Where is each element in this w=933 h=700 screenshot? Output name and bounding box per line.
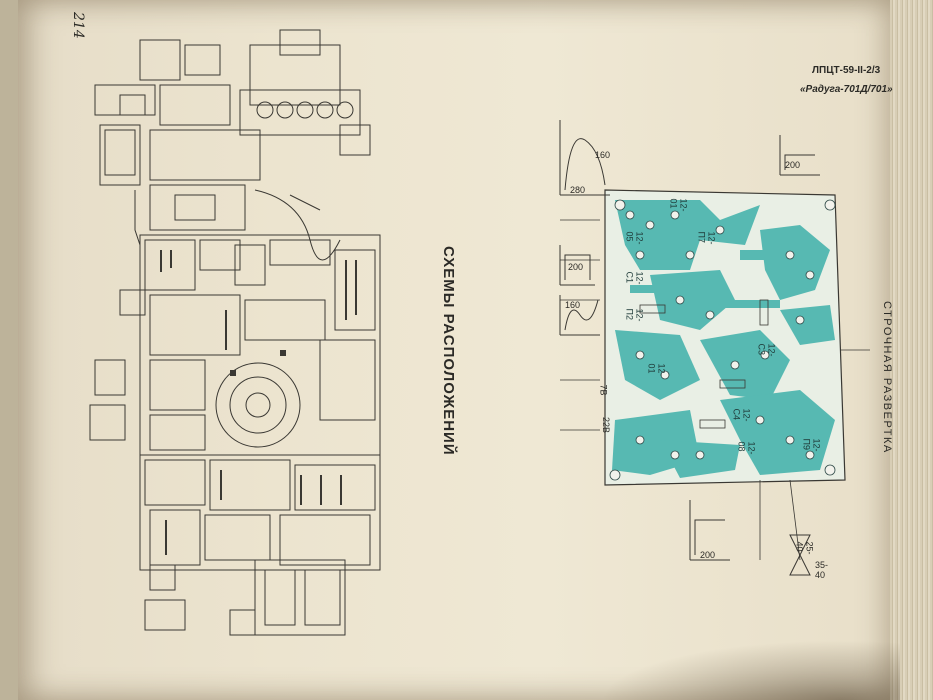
unit-layout-schematic [89,29,381,636]
connector-label: 12-П9 [801,438,822,452]
waveform-value: 160 [595,150,611,160]
page-edges [890,0,933,700]
page-shadow [600,640,900,700]
connector-label: 12-05 [624,231,645,245]
side-mark: 7В [598,384,609,396]
waveform-diagrams [559,120,820,576]
waveform-value: 280 [570,185,586,195]
connector-label: 12-C3 [756,343,777,357]
document-code: ЛПЦТ-59-II-2/3 [812,65,881,76]
waveform-value: 200 [785,160,801,170]
waveform-value: 160 [565,300,581,310]
side-mark: 25-40 [794,541,815,555]
connector-label: 12-П7 [696,231,717,245]
connector-label: 12-C4 [731,408,752,422]
connector-label: 12-01 [646,363,667,377]
waveform-value: 200 [700,550,716,560]
connector-label: 12-01 [668,198,689,212]
layout-annotations [160,250,357,555]
connector-label: 12-C1 [624,271,645,285]
connector-label: 12-08 [736,441,757,455]
side-mark: 22В [601,416,612,434]
main-title: СХЕМЫ РАСПОЛОЖЕНИЙ [440,246,457,456]
side-mark: 35-40 [815,560,829,580]
model-name: «Радуга-701Д/701» [800,84,893,95]
waveform-value: 200 [568,262,584,272]
pcb-board [560,189,870,561]
page-number: 214 [70,12,86,39]
section-title: СТРОЧНАЯ РАЗВЕРТКА [881,301,893,454]
connector-label: 12-П2 [624,308,645,322]
